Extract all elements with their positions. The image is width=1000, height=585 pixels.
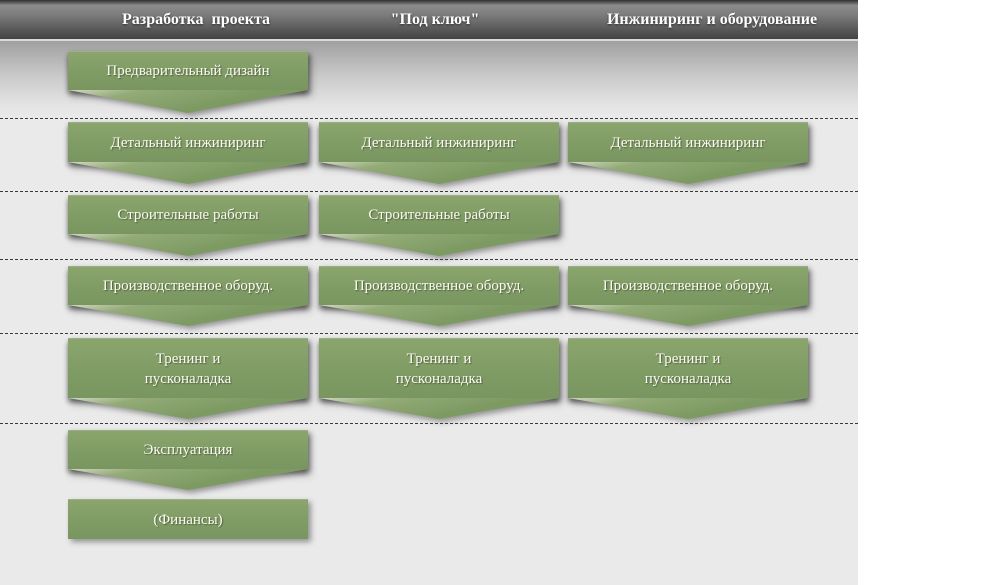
step-label: Строительные работы [117,207,259,223]
dashed-divider [0,118,858,119]
step-production-equipment-col3: Производственное оборуд. [568,266,808,326]
step-construction-works-col2: Строительные работы [319,195,559,256]
step-label: Эксплуатация [143,442,233,458]
step-label: Производственное оборуд. [353,278,525,294]
arrow-down-tail [319,398,559,419]
dashed-divider [0,191,858,192]
column-header-turnkey: "Под ключ" [390,11,480,28]
step-finance-col1: (Финансы) [68,499,308,539]
step-label: Детальный инжиниринг [110,134,266,151]
column-headers-bar: Разработка проекта "Под ключ" Инжиниринг… [0,0,858,41]
step-label: Тренинг и пусконаладка [395,350,483,387]
step-preliminary-design-col1: Предварительный дизайн [68,51,308,113]
step-detailed-engineering-col3: Детальный инжиниринг [568,122,808,184]
step-training-commissioning-col2: Тренинг и пусконаладка [319,338,559,419]
arrow-down-tail [68,398,308,419]
step-label: Производственное оборуд. [602,278,774,294]
step-production-equipment-col1: Производственное оборуд. [68,266,308,326]
dashed-divider [0,259,858,260]
arrow-down-tail [319,162,559,184]
step-label: Предварительный дизайн [106,63,270,79]
step-detailed-engineering-col1: Детальный инжиниринг [68,122,308,184]
step-training-commissioning-col3: Тренинг и пусконаладка [568,338,808,419]
arrow-down-tail [68,162,308,184]
step-label: Детальный инжиниринг [361,134,517,151]
dashed-divider [0,423,858,424]
diagram-canvas: Разработка проекта "Под ключ" Инжиниринг… [0,0,858,585]
column-header-engineering-equipment: Инжиниринг и оборудование [606,11,818,28]
step-operation-col1: Эксплуатация [68,430,308,490]
arrow-down-tail [68,305,308,326]
dashed-divider [0,333,858,334]
arrow-down-tail [68,234,308,256]
step-detailed-engineering-col2: Детальный инжиниринг [319,122,559,184]
step-training-commissioning-col1: Тренинг и пусконаладка [68,338,308,419]
arrow-down-tail [568,162,808,184]
arrow-down-tail [68,469,308,490]
step-label: Тренинг и пусконаладка [644,350,732,387]
arrow-down-tail [68,90,308,113]
arrow-down-tail [319,305,559,326]
column-header-project-development: Разработка проекта [121,11,271,28]
step-construction-works-col1: Строительные работы [68,195,308,256]
step-label: Тренинг и пусконаладка [144,350,232,387]
step-label: (Финансы) [153,511,223,528]
arrow-down-tail [319,234,559,256]
step-label: Детальный инжиниринг [610,134,766,151]
arrow-down-tail [568,305,808,326]
step-label: Производственное оборуд. [102,278,274,294]
step-label: Строительные работы [368,207,510,223]
arrow-down-tail [568,398,808,419]
step-production-equipment-col2: Производственное оборуд. [319,266,559,326]
